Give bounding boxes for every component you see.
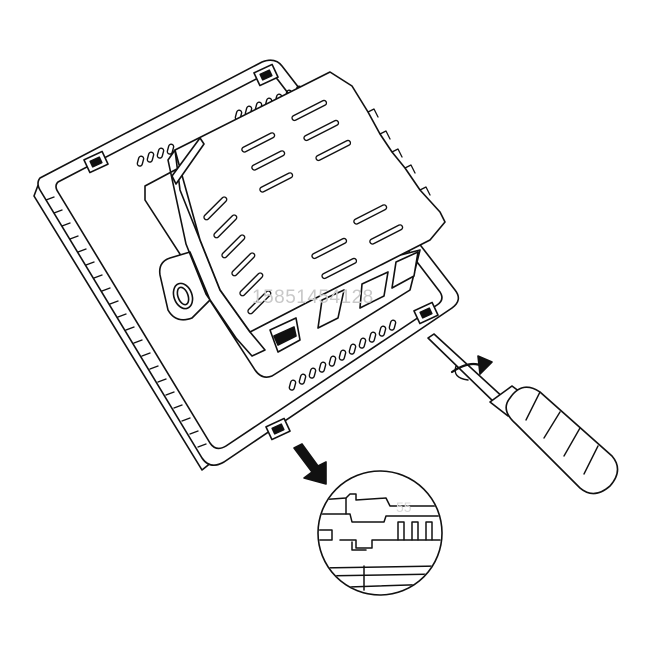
module-bottom-latches (269, 251, 419, 353)
detail-watermark: 55 (396, 499, 412, 515)
housing-edge-ridges (45, 196, 207, 448)
corner-clip-right (413, 301, 439, 325)
screwdriver-icon (427, 333, 619, 495)
corner-clip-bottom (265, 417, 291, 441)
watermark-text: 15851454128 (252, 287, 374, 308)
module-side-slots (203, 196, 272, 315)
magnifier-detail-icon: 55 (317, 470, 443, 596)
detail-circle (317, 470, 443, 596)
module-divider-rib (171, 137, 205, 185)
pull-arrow-icon (293, 443, 327, 485)
rotation-arrow-icon (450, 355, 493, 381)
housing-vents-bottom (288, 319, 397, 391)
raised-module (144, 71, 446, 378)
mounting-hole (172, 282, 194, 310)
module-slots (241, 99, 404, 280)
corner-clip-left (83, 150, 109, 174)
module-front-face (167, 149, 266, 357)
module-edge-notches (367, 108, 431, 196)
corner-clip-top (253, 63, 279, 87)
